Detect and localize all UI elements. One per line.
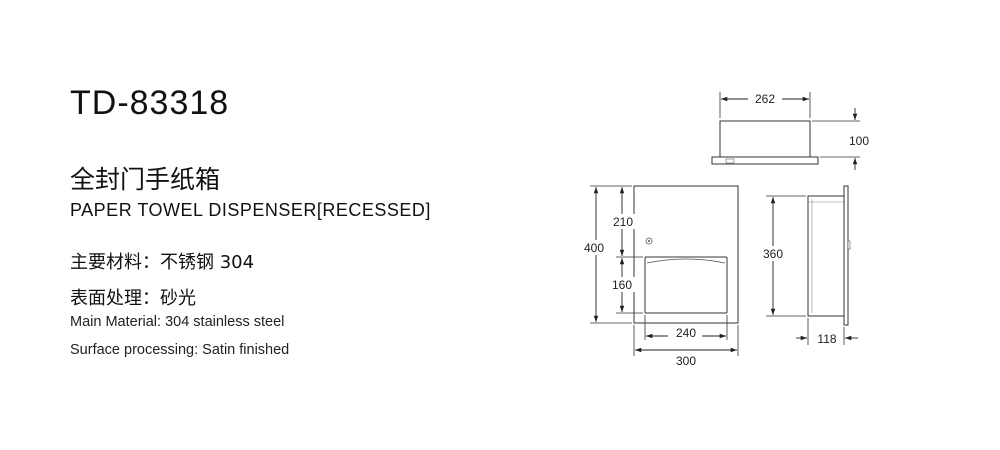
top-width-label: 262 [755,92,775,106]
finish-chinese: 表面处理：砂光 [70,288,196,309]
side-view: 360 118 [757,185,858,346]
front-inner-width-label: 240 [676,326,696,340]
front-upper-label: 210 [613,215,633,229]
front-outer-width-label: 300 [676,354,696,368]
side-view-body [807,195,845,317]
finish-english: Surface processing: Satin finished [70,342,290,358]
product-name-english: PAPER TOWEL DISPENSER[RECESSED] [70,200,431,220]
side-height-label: 360 [763,247,783,261]
top-view-body [719,120,811,158]
top-view: 262 100 [711,91,869,170]
front-lower-label: 160 [612,278,632,292]
product-name-chinese: 全封门手纸箱 [70,165,221,194]
top-height-label: 100 [849,134,869,148]
front-total-height-label: 400 [584,241,604,255]
dispensing-opening [644,256,728,314]
front-view: 400 210 160 240 300 [580,185,739,368]
model-number: TD-83318 [70,84,230,122]
side-view-flange [843,185,849,326]
top-view-flange [711,156,819,165]
opening-lip [646,258,726,264]
top-view-flange-detail [725,158,735,164]
side-depth-label: 118 [817,332,836,346]
spec-panel: TD-83318 全封门手纸箱 PAPER TOWEL DISPENSER[RE… [70,0,490,450]
material-english: Main Material: 304 stainless steel [70,314,285,330]
material-chinese: 主要材料：不锈钢 304 [70,252,255,273]
